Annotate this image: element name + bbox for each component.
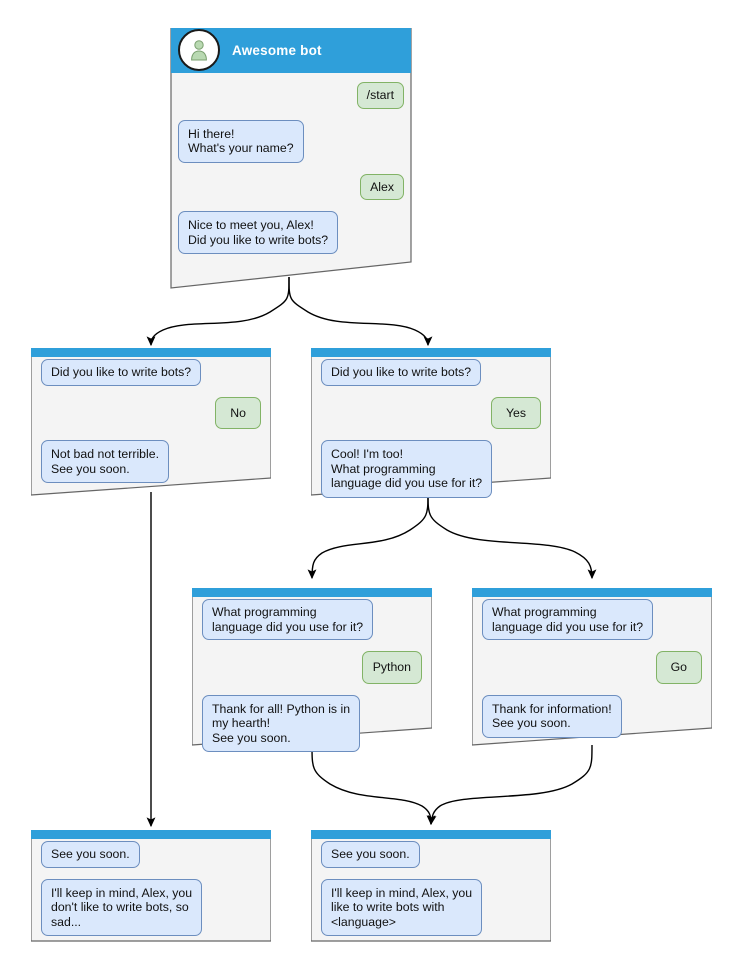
node-end-sad[interactable]: See you soon. I'll keep in mind, Alex, y… xyxy=(31,830,271,942)
chat-log-yes: Did you like to write bots? Yes Cool! I'… xyxy=(311,348,551,498)
message-row: See you soon. xyxy=(41,841,261,868)
chat-log-go: What programming language did you use fo… xyxy=(472,588,712,738)
bot-message: I'll keep in mind, Alex, you like to wri… xyxy=(321,878,483,936)
user-message: Go xyxy=(655,651,702,684)
bot-message: Did you like to write bots? xyxy=(321,359,482,386)
node-python-branch[interactable]: What programming language did you use fo… xyxy=(192,588,432,752)
user-message: Alex xyxy=(360,173,404,200)
person-icon xyxy=(191,40,207,61)
message-row: Hi there! What's your name? xyxy=(178,119,404,163)
message-row: What programming language did you use fo… xyxy=(482,599,702,640)
message-row: Yes xyxy=(321,396,541,429)
bot-message: Nice to meet you, Alex! Did you like to … xyxy=(178,211,339,254)
message-row: I'll keep in mind, Alex, you like to wri… xyxy=(321,878,541,936)
message-row: Python xyxy=(202,651,422,684)
chat-log-end-happy: See you soon. I'll keep in mind, Alex, y… xyxy=(311,830,551,936)
message-row: Did you like to write bots? xyxy=(41,359,261,386)
message-row: Did you like to write bots? xyxy=(321,359,541,386)
node-end-happy-body: See you soon. I'll keep in mind, Alex, y… xyxy=(311,830,551,942)
bot-title: Awesome bot xyxy=(232,42,322,58)
bot-message: See you soon. xyxy=(321,841,420,868)
message-row: /start xyxy=(178,82,404,109)
node-go-branch[interactable]: What programming language did you use fo… xyxy=(472,588,712,746)
message-row: Thank for all! Python is in my hearth! S… xyxy=(202,694,422,752)
bot-message: Thank for information! See you soon. xyxy=(482,694,622,738)
edge-yes-to-go xyxy=(427,491,597,580)
bot-message: Cool! I'm too! What programming language… xyxy=(321,440,493,498)
message-row: Go xyxy=(482,651,702,684)
node-no-branch[interactable]: Did you like to write bots? No Not bad n… xyxy=(31,348,271,496)
node-yes-branch[interactable]: Did you like to write bots? Yes Cool! I'… xyxy=(311,348,551,498)
node-end-sad-body: See you soon. I'll keep in mind, Alex, y… xyxy=(31,830,271,942)
message-row: See you soon. xyxy=(321,841,541,868)
message-row: Not bad not terrible. See you soon. xyxy=(41,440,261,483)
bot-message: What programming language did you use fo… xyxy=(482,599,654,640)
bot-message: I'll keep in mind, Alex, you don't like … xyxy=(41,878,203,936)
user-message: No xyxy=(215,396,261,429)
message-row: Thank for information! See you soon. xyxy=(482,694,702,738)
node-end-happy[interactable]: See you soon. I'll keep in mind, Alex, y… xyxy=(311,830,551,942)
avatar xyxy=(178,29,220,71)
user-message: /start xyxy=(356,82,404,109)
bot-header: Awesome bot xyxy=(168,28,414,72)
message-row: I'll keep in mind, Alex, you don't like … xyxy=(41,878,261,936)
user-message: Yes xyxy=(490,396,541,429)
edge-go-to-end-happy xyxy=(427,744,593,826)
message-row: No xyxy=(41,396,261,429)
message-row: Alex xyxy=(178,173,404,200)
bot-message: See you soon. xyxy=(41,841,140,868)
node-python-branch-body: What programming language did you use fo… xyxy=(192,588,432,752)
bot-message: Not bad not terrible. See you soon. xyxy=(41,440,170,483)
node-yes-branch-body: Did you like to write bots? Yes Cool! I'… xyxy=(311,348,551,498)
edge-yes-to-python xyxy=(307,491,429,580)
node-no-branch-body: Did you like to write bots? No Not bad n… xyxy=(31,348,271,496)
message-row: What programming language did you use fo… xyxy=(202,599,422,640)
node-start-body: Awesome bot /start Hi there! What's your… xyxy=(168,28,414,290)
node-start[interactable]: Awesome bot /start Hi there! What's your… xyxy=(168,28,414,290)
chat-log-no: Did you like to write bots? No Not bad n… xyxy=(31,348,271,483)
bot-message: Did you like to write bots? xyxy=(41,359,202,386)
bot-message: What programming language did you use fo… xyxy=(202,599,374,640)
bot-message: Hi there! What's your name? xyxy=(178,119,304,163)
chat-log-start: /start Hi there! What's your name? Alex … xyxy=(168,72,414,254)
edge-python-to-end-happy xyxy=(311,744,436,826)
chat-log-python: What programming language did you use fo… xyxy=(192,588,432,752)
message-row: Cool! I'm too! What programming language… xyxy=(321,440,541,498)
message-row: Nice to meet you, Alex! Did you like to … xyxy=(178,211,404,254)
node-go-branch-body: What programming language did you use fo… xyxy=(472,588,712,746)
bot-message: Thank for all! Python is in my hearth! S… xyxy=(202,694,361,752)
chat-log-end-sad: See you soon. I'll keep in mind, Alex, y… xyxy=(31,830,271,936)
user-message: Python xyxy=(361,651,422,684)
